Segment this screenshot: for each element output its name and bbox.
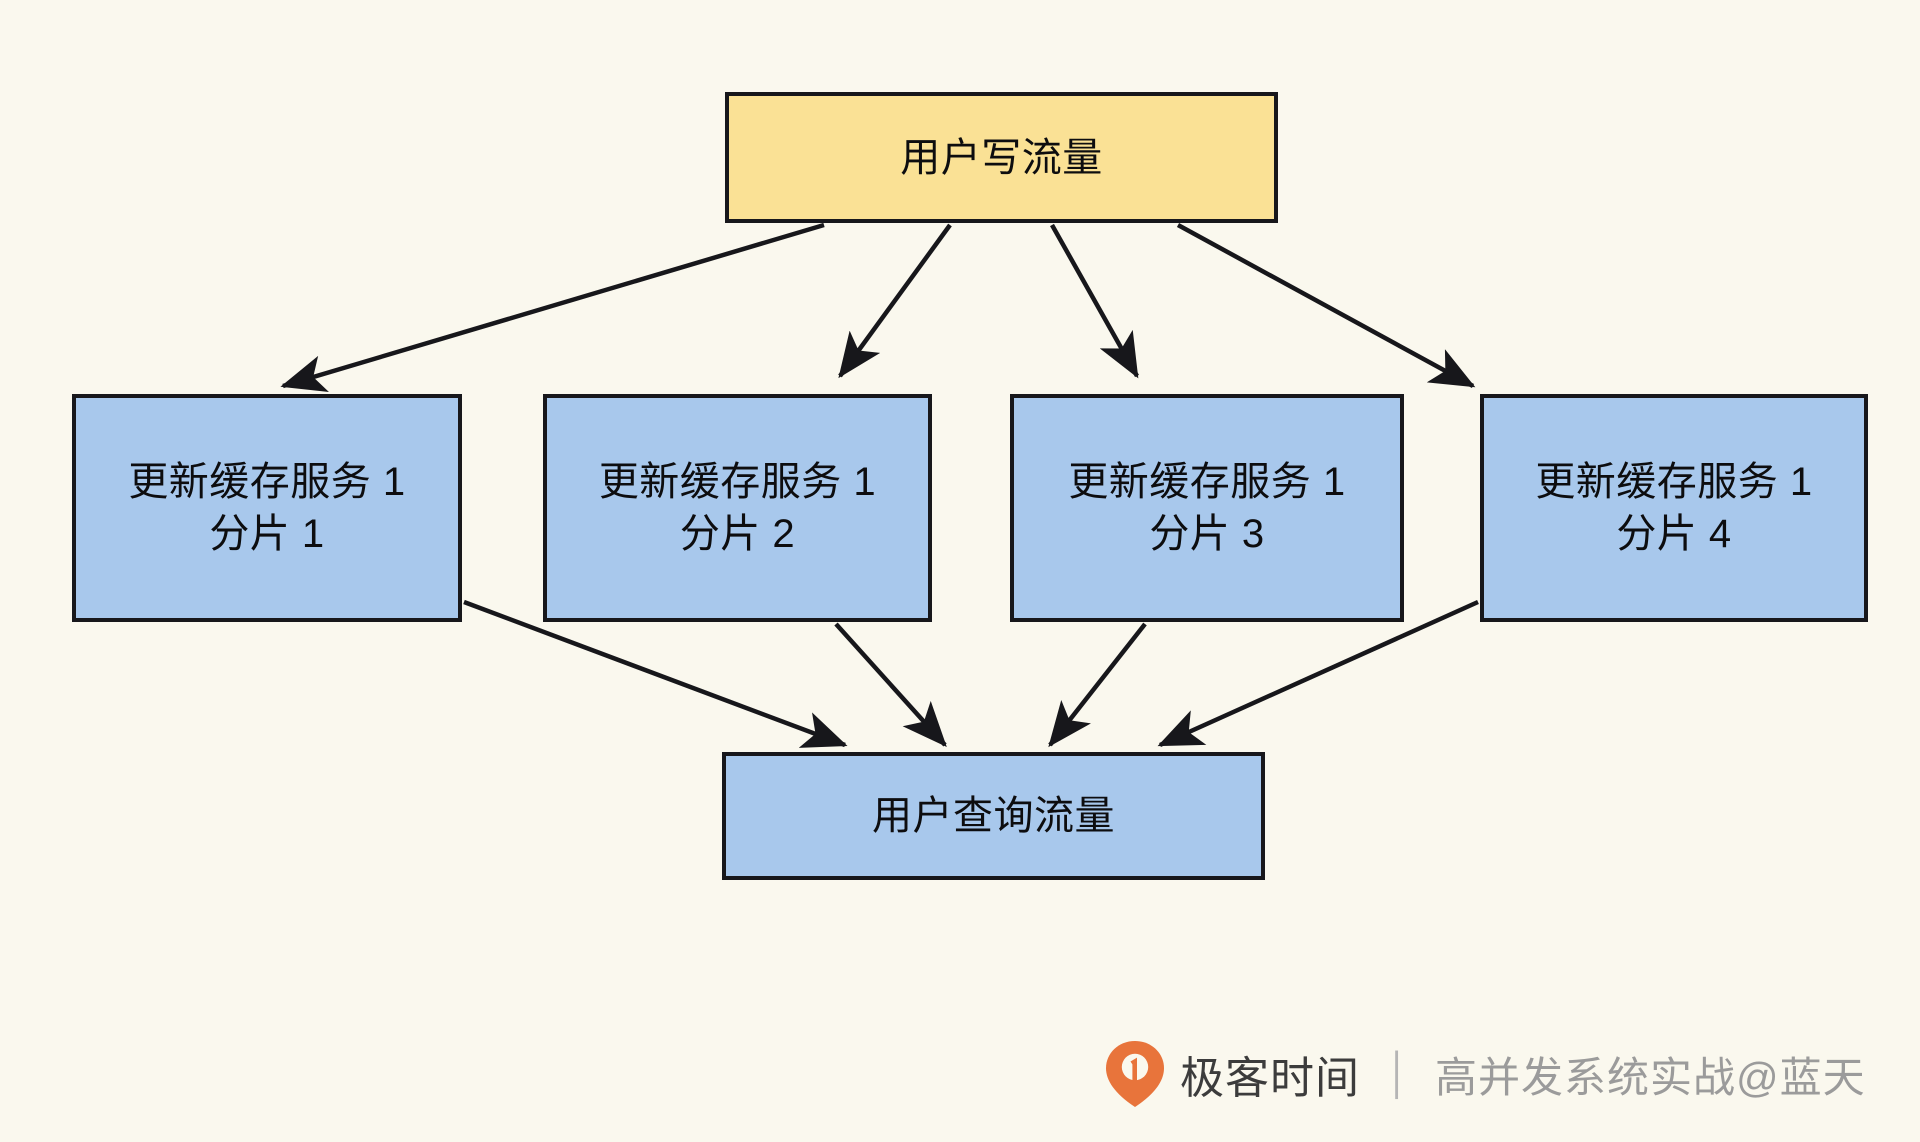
watermark-separator: │ [1386, 1051, 1411, 1096]
edge-shard-2-to-query [834, 622, 947, 748]
node-write-traffic-label: 用户写流量 [900, 135, 1103, 180]
watermark-brand: 极客时间 [1180, 1054, 1360, 1103]
edge-shard-3-to-query [1048, 622, 1147, 748]
watermark-course: 高并发系统实战@蓝天 [1435, 1053, 1866, 1101]
node-query-traffic[interactable]: 用户查询流量 [722, 752, 1265, 880]
node-cache-shard-3[interactable]: 更新缓存服务 1 分片 3 [1010, 394, 1404, 622]
node-cache-shard-1-line2: 分片 1 [209, 512, 325, 556]
watermark: 极客时间 │ 高并发系统实战@蓝天 [1104, 1036, 1866, 1112]
node-cache-shard-3-line2: 分片 3 [1149, 512, 1265, 556]
edge-write-to-shard-3 [1050, 223, 1139, 379]
node-cache-shard-2-line1: 更新缓存服务 1 [598, 460, 877, 504]
edge-write-to-shard-2 [838, 223, 952, 379]
edge-write-to-shard-4 [1176, 223, 1476, 388]
node-cache-shard-1[interactable]: 更新缓存服务 1 分片 1 [72, 394, 462, 622]
edge-write-to-shard-1 [280, 222, 825, 393]
geekbang-logo-icon [1106, 1041, 1164, 1107]
node-cache-shard-2-line2: 分片 2 [679, 512, 796, 556]
edge-shard-1-to-query [463, 599, 848, 748]
node-cache-shard-2[interactable]: 更新缓存服务 1 分片 2 [543, 394, 932, 622]
edge-shard-4-to-query [1157, 599, 1479, 748]
node-query-traffic-label: 用户查询流量 [872, 794, 1115, 838]
node-write-traffic[interactable]: 用户写流量 [725, 92, 1278, 223]
node-cache-shard-1-line1: 更新缓存服务 1 [128, 460, 406, 504]
node-cache-shard-4-line2: 分片 4 [1616, 512, 1732, 556]
node-cache-shard-3-line1: 更新缓存服务 1 [1068, 460, 1346, 504]
node-cache-shard-4[interactable]: 更新缓存服务 1 分片 4 [1480, 394, 1868, 622]
node-cache-shard-4-line1: 更新缓存服务 1 [1535, 460, 1813, 504]
